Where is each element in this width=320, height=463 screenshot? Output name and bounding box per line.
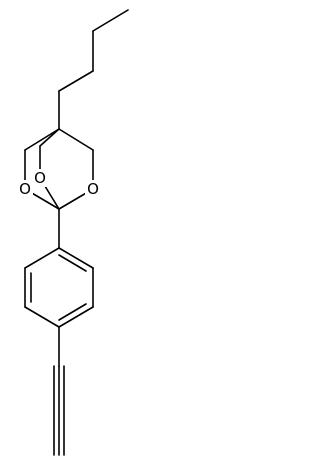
atom-label-o-middle: O [32, 169, 48, 187]
ring-bond-top-right [58, 247, 94, 269]
ring-double-bond-top [58, 254, 87, 272]
bond-bridgehead-right-ch2 [58, 128, 94, 151]
bond-bridgehead-left-ch2 [24, 128, 60, 151]
ring-bond-bottom-left [24, 306, 60, 328]
atom-label-o-right-background [85, 180, 101, 198]
benzene-ring [24, 247, 94, 328]
atom-label-o-right-text: O [87, 180, 99, 198]
bond-bridgehead-middle-ch2 [39, 128, 60, 147]
atom-label-o-left-text: O [19, 180, 31, 198]
atom-label-o-middle-background [32, 169, 48, 187]
bond-butyl-terminal [92, 9, 129, 32]
atom-label-o-left-background [17, 180, 33, 198]
molecule-structure-diagram: O O O [17, 9, 129, 456]
ring-double-bond-bottom [58, 303, 87, 321]
bond-butyl-c2-c1 [58, 70, 94, 92]
ring-bond-top-left [24, 247, 60, 269]
atom-label-o-right: O [85, 180, 101, 198]
atom-label-o-left: O [17, 180, 33, 198]
butyl-chain [58, 9, 129, 130]
ring-bond-bottom-right [58, 306, 94, 328]
atom-label-o-middle-text: O [34, 169, 46, 187]
ethynyl-group [53, 326, 65, 456]
